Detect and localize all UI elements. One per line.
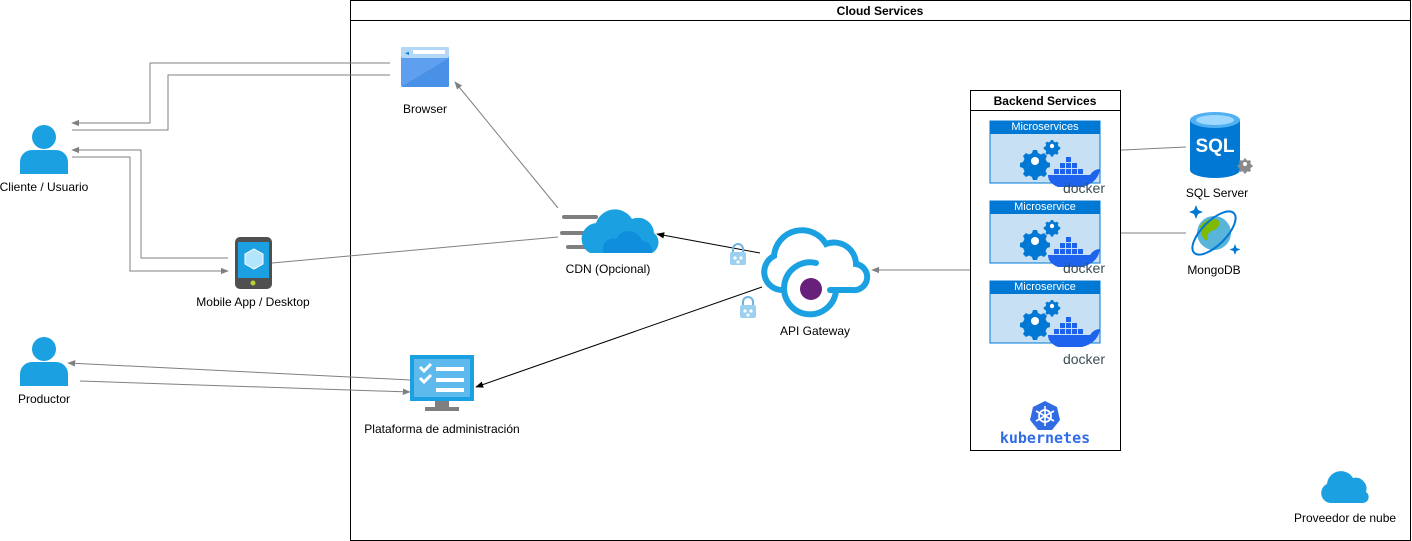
docker-brand-label: docker: [1062, 351, 1106, 367]
cdn-icon: [560, 209, 659, 253]
sql-icon-text: SQL: [1195, 136, 1235, 157]
browser-to-client-arrow: [71, 62, 390, 127]
docker-whale-icon: [1048, 237, 1100, 267]
mobile-to-client-arrow: [71, 146, 228, 259]
client-user-icon: [20, 125, 68, 174]
docker-whale-icon: [1048, 317, 1100, 347]
api-gateway-icon: [761, 227, 871, 318]
browser-label: Browser: [402, 102, 448, 116]
mongodb-label: MongoDB: [1187, 263, 1241, 277]
cdn-to-browser-arrow: [454, 81, 559, 209]
admin-platform-icon: [410, 355, 474, 411]
lock-icon: [730, 243, 746, 265]
microservice-box: [989, 200, 1101, 267]
cdn-label: CDN (Opcional): [565, 262, 651, 276]
mobile-to-cdn-line: [271, 236, 559, 264]
microservice-box: [989, 120, 1101, 187]
client-to-browser-arrow: [72, 74, 390, 131]
mongodb-icon: [1189, 205, 1241, 256]
admin-platform-label: Plataforma de administración: [364, 422, 520, 436]
gateway-to-admin-arrow: [475, 286, 763, 388]
producer-label: Productor: [17, 392, 71, 406]
microservice-label: Microservice: [1014, 201, 1076, 213]
docker-whale-icon: [1048, 157, 1100, 187]
backend-services-title: Backend Services: [993, 94, 1097, 108]
producer-to-admin-arrow: [79, 380, 411, 395]
api-gateway-label: API Gateway: [779, 324, 851, 338]
cloud-services-title: Cloud Services: [836, 4, 924, 18]
docker-brand-label: docker: [1062, 260, 1106, 276]
microservice-label: Microservices: [1011, 121, 1079, 133]
sql-database-icon: [1190, 112, 1253, 178]
client-user-label: Cliente / Usuario: [0, 180, 89, 194]
producer-user-icon: [20, 337, 68, 386]
admin-to-producer-arrow: [67, 360, 411, 381]
client-to-mobile-arrow: [72, 156, 229, 275]
microservice-label: Microservice: [1014, 281, 1076, 293]
sql-server-label: SQL Server: [1185, 186, 1249, 200]
cloud-provider-icon: [1321, 471, 1369, 503]
cloud-provider-label: Proveedor de nube: [1293, 511, 1397, 525]
connectors: [67, 62, 1187, 395]
gateway-to-cdn-arrow: [656, 232, 761, 254]
browser-icon: [401, 47, 449, 87]
microservice-box: [989, 280, 1101, 347]
kubernetes-icon: [1030, 401, 1060, 430]
mobile-device-icon: [235, 237, 272, 289]
mobile-label: Mobile App / Desktop: [196, 295, 310, 309]
lock-icon: [740, 296, 756, 318]
docker-brand-label: docker: [1062, 180, 1106, 196]
kubernetes-label: kubernetes: [999, 429, 1091, 447]
